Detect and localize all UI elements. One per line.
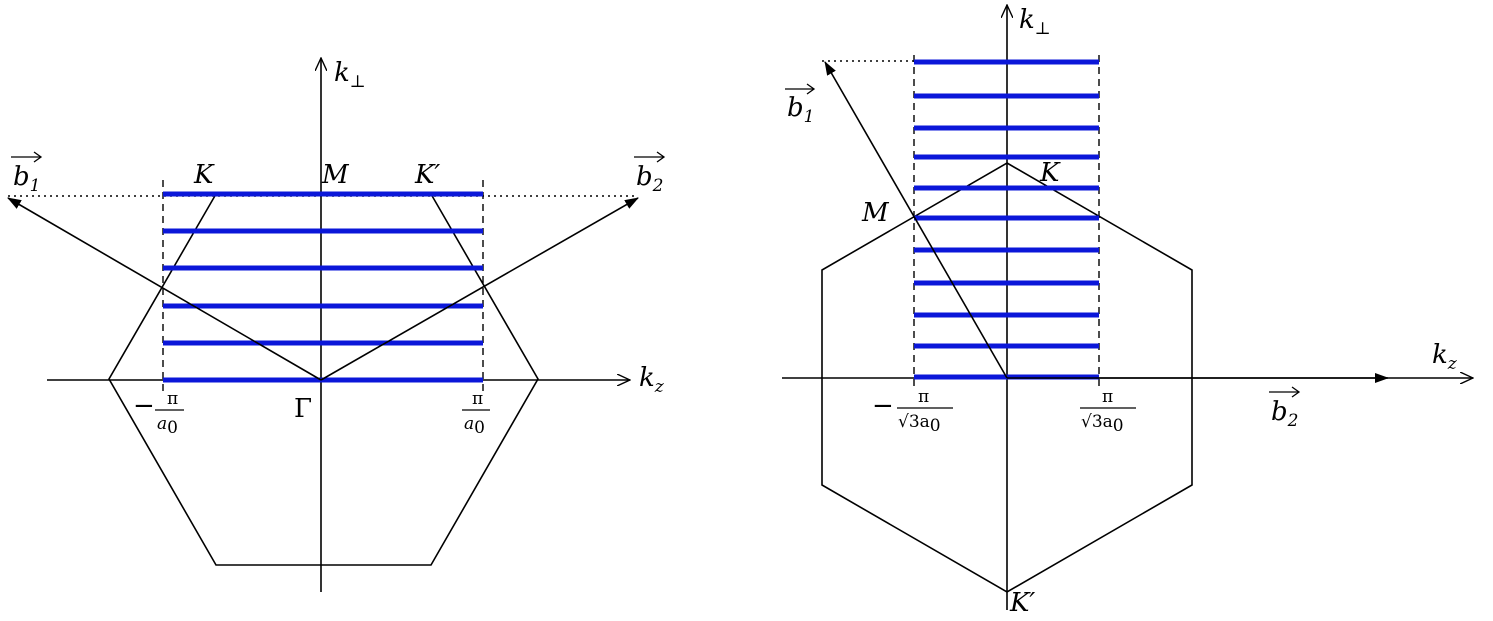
vector-overbar-head <box>656 151 666 163</box>
left-kperp-label: k⊥ <box>334 58 366 92</box>
svg-text:−: − <box>872 391 894 421</box>
left-tick-neg: − π a0 <box>133 389 184 438</box>
vector-overbar-head <box>33 151 43 163</box>
right-b2-label: b2 <box>1269 386 1301 431</box>
right-point-K: K <box>1039 158 1061 188</box>
svg-text:b2: b2 <box>636 162 663 196</box>
right-b1-label: b1 <box>785 83 816 127</box>
right-b1-vector <box>824 61 1008 379</box>
left-diagram: k⊥ kz b1 b2 K M K′ Γ − π a0 π a0 <box>7 58 666 592</box>
left-point-Kprime: K′ <box>414 160 440 190</box>
svg-text:b1: b1 <box>787 93 814 127</box>
right-diagram: k⊥ kz b1 b2 K M K′ − π √3a0 π √3a0 <box>782 5 1473 618</box>
svg-text:−: − <box>133 391 155 421</box>
svg-text:√3a0: √3a0 <box>898 412 941 436</box>
svg-text:π: π <box>167 389 178 409</box>
svg-text:b2: b2 <box>1271 397 1298 431</box>
svg-text:b1: b1 <box>13 162 40 196</box>
right-cutting-lines <box>914 59 1099 380</box>
left-tick-pos: π a0 <box>462 389 490 438</box>
right-point-M: M <box>861 198 890 228</box>
svg-text:√3a0: √3a0 <box>1081 412 1124 436</box>
left-point-K: K <box>193 160 215 190</box>
left-point-M: M <box>321 160 350 190</box>
left-kz-label: kz <box>639 363 665 397</box>
left-b2-vector <box>320 197 639 381</box>
left-b1-label: b1 <box>11 151 43 196</box>
svg-text:π: π <box>472 389 483 409</box>
vector-overbar-head <box>1291 386 1301 398</box>
right-point-Kprime: K′ <box>1009 588 1035 618</box>
vector-overbar-head <box>806 83 816 95</box>
right-tick-neg: − π √3a0 <box>872 387 953 436</box>
svg-text:a0: a0 <box>464 414 485 438</box>
svg-text:π: π <box>1102 387 1113 407</box>
right-kperp-label: k⊥ <box>1019 5 1051 39</box>
left-b1-vector <box>7 197 322 381</box>
svg-text:a0: a0 <box>157 414 178 438</box>
right-kz-label: kz <box>1432 340 1458 374</box>
left-cutting-lines <box>163 191 483 383</box>
left-b2-label: b2 <box>634 151 666 196</box>
right-tick-pos: π √3a0 <box>1080 387 1136 436</box>
svg-text:π: π <box>918 387 929 407</box>
left-point-Gamma: Γ <box>294 394 312 424</box>
